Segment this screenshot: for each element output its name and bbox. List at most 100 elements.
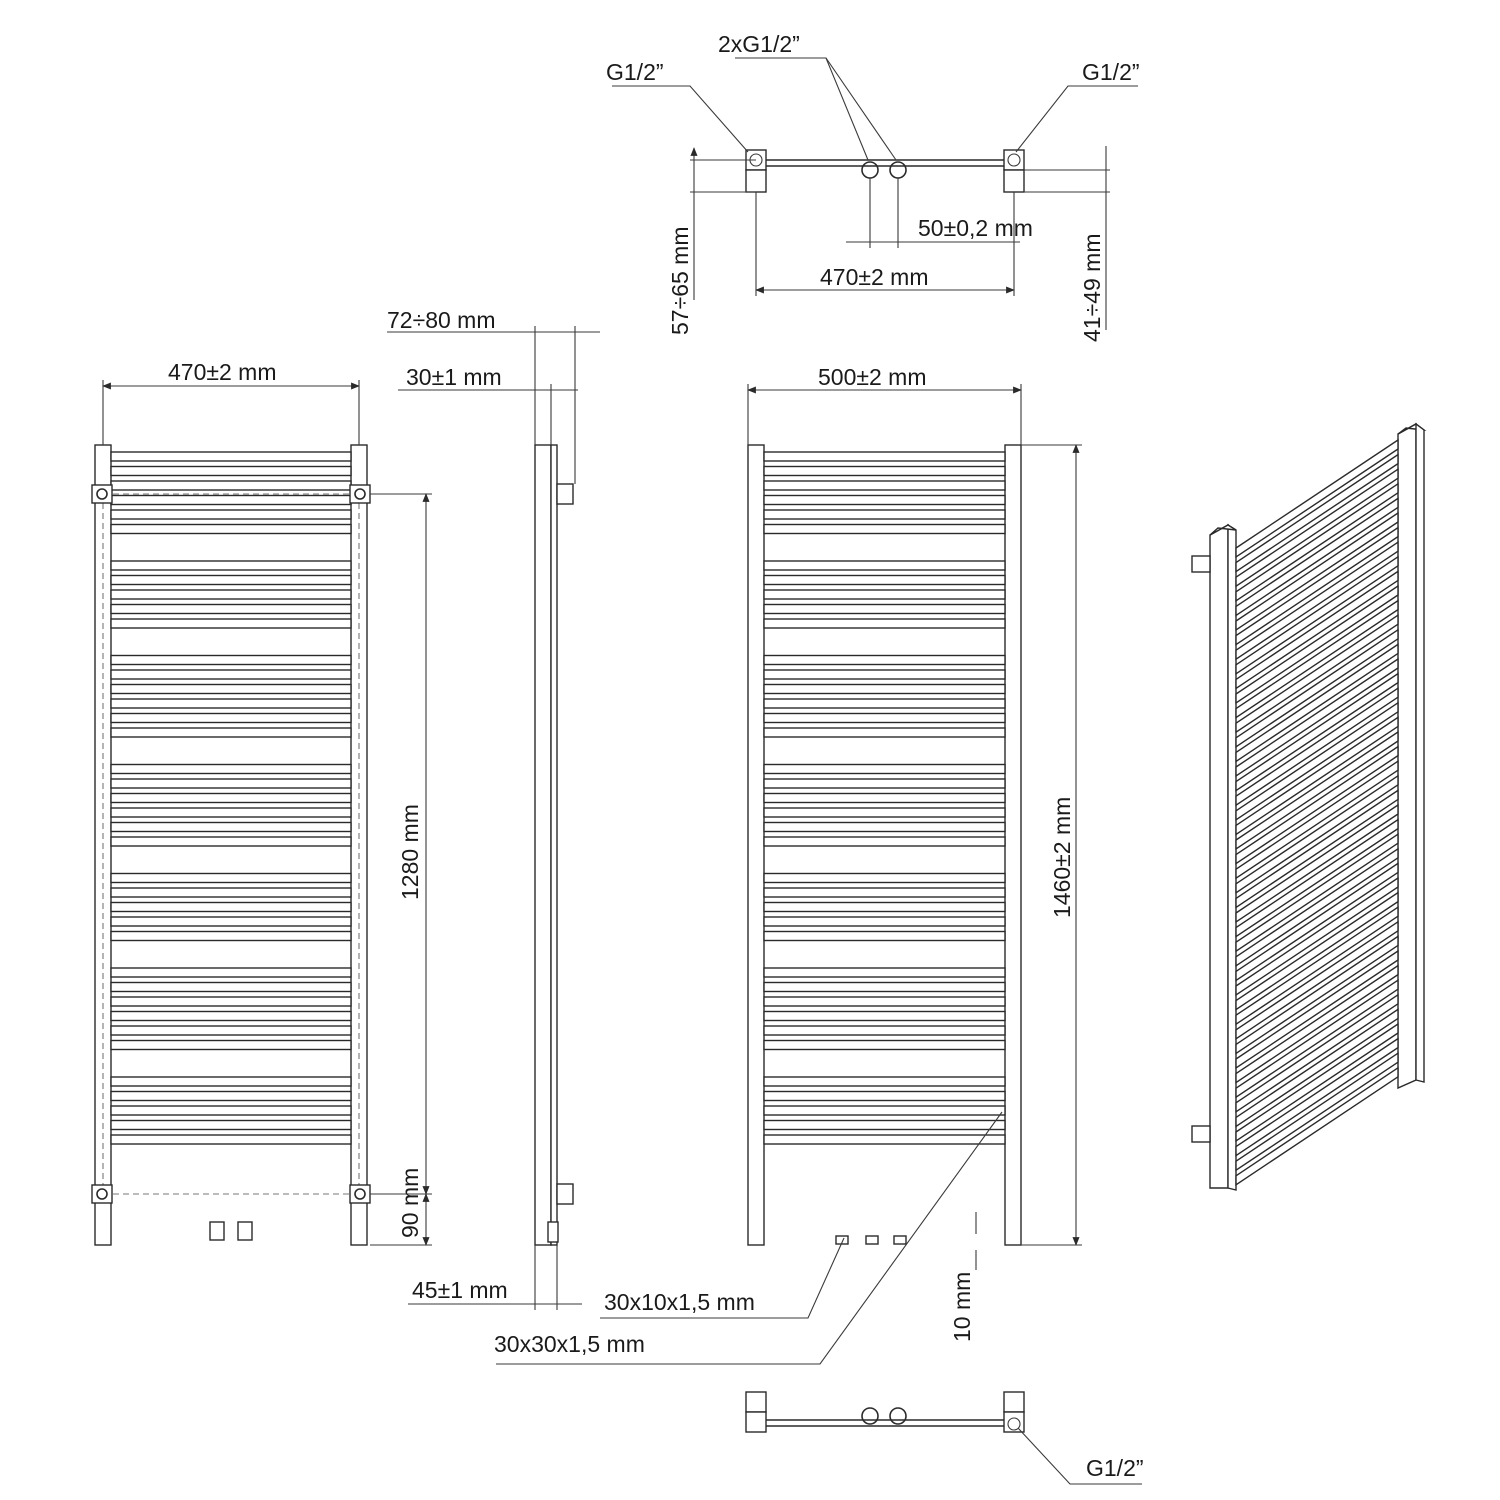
- iso-rung: [1235, 628, 1399, 749]
- rung: [110, 523, 352, 535]
- rung: [763, 589, 1006, 600]
- rung: [763, 1025, 1006, 1036]
- iso-rung: [1235, 803, 1399, 924]
- rung: [110, 618, 352, 629]
- rung: [110, 1076, 352, 1087]
- iso-rung: [1235, 920, 1399, 1041]
- wall-30-label: 30±1 mm: [406, 364, 502, 390]
- rung: [763, 494, 1006, 506]
- rung: [110, 981, 352, 993]
- iso-rung: [1235, 555, 1399, 676]
- rung: [110, 698, 352, 709]
- rung: [110, 494, 352, 506]
- rung: [763, 560, 1006, 571]
- rung: [110, 763, 352, 775]
- iso-rung: [1235, 686, 1399, 807]
- iso-rung: [1235, 1022, 1399, 1143]
- rung: [110, 821, 352, 833]
- top-g12-left-label: G1/2”: [606, 59, 664, 85]
- rung: [763, 1039, 1006, 1051]
- rung: [763, 618, 1006, 629]
- iso-rung: [1235, 730, 1399, 851]
- rung: [763, 901, 1006, 913]
- rung: [110, 836, 352, 847]
- rung: [763, 1134, 1006, 1145]
- iso-rung: [1235, 672, 1399, 792]
- rung: [110, 712, 352, 724]
- rung: [763, 683, 1006, 695]
- rung: [763, 981, 1006, 993]
- iso-rung: [1235, 964, 1399, 1084]
- iso-rung: [1235, 1051, 1399, 1172]
- rung: [110, 792, 352, 804]
- rung: [763, 1105, 1006, 1116]
- iso-rung: [1235, 935, 1399, 1055]
- rung: [763, 836, 1006, 847]
- rung: [763, 916, 1006, 927]
- rung: [110, 930, 352, 942]
- iso-rung: [1235, 876, 1399, 997]
- iso-rung: [1235, 467, 1399, 588]
- iso-rung: [1235, 832, 1399, 953]
- rung: [763, 778, 1006, 789]
- rung: [763, 1076, 1006, 1087]
- rung: [763, 669, 1006, 680]
- rung: [763, 792, 1006, 804]
- iso-rung: [1235, 1037, 1399, 1157]
- rung: [110, 465, 352, 477]
- rung: [110, 509, 352, 520]
- rung: [763, 451, 1006, 462]
- profile-30x30-label: 30x30x1,5 mm: [494, 1331, 645, 1357]
- profile-30x10-label: 30x10x1,5 mm: [604, 1289, 755, 1315]
- iso-rung: [1235, 774, 1399, 895]
- rung: [110, 480, 352, 491]
- rung: [110, 1105, 352, 1116]
- iso-rung: [1235, 643, 1399, 763]
- iso-rung: [1235, 511, 1399, 632]
- rung: [763, 712, 1006, 724]
- rung: [110, 807, 352, 818]
- depth-57-65-label: 57÷65 mm: [667, 227, 693, 336]
- rung: [763, 807, 1006, 818]
- rung: [763, 967, 1006, 978]
- rung: [110, 996, 352, 1007]
- rung: [763, 763, 1006, 775]
- height-1460-label: 1460±2 mm: [1049, 797, 1075, 918]
- iso-rung: [1235, 570, 1399, 690]
- rung: [763, 509, 1006, 520]
- bottom-g12-label: G1/2”: [1086, 1455, 1144, 1481]
- top-width-470-label: 470±2 mm: [820, 264, 929, 290]
- iso-rung: [1235, 789, 1399, 909]
- iso-rung: [1235, 526, 1399, 646]
- rung: [110, 683, 352, 695]
- rung: [763, 698, 1006, 709]
- rung: [763, 887, 1006, 898]
- side-view: [387, 326, 600, 1310]
- iso-rung: [1235, 1008, 1399, 1128]
- side-45-label: 45±1 mm: [412, 1277, 508, 1303]
- rung: [763, 1090, 1006, 1102]
- front-view-right: [496, 384, 1082, 1365]
- rung: [110, 901, 352, 913]
- rung: [763, 1119, 1006, 1131]
- spacing-50-label: 50±0,2 mm: [918, 215, 1033, 241]
- iso-rung: [1235, 599, 1399, 719]
- iso-rung: [1235, 613, 1399, 734]
- rung: [763, 996, 1006, 1007]
- iso-rung: [1235, 540, 1399, 661]
- rung: [110, 1134, 352, 1145]
- iso-rung: [1235, 497, 1399, 617]
- rung: [110, 574, 352, 586]
- rung: [110, 967, 352, 978]
- rung: [110, 778, 352, 789]
- gap-10-label: 10 mm: [949, 1272, 975, 1342]
- rung: [763, 821, 1006, 833]
- rung: [110, 1025, 352, 1036]
- wall-72-80-label: 72÷80 mm: [387, 307, 496, 333]
- top-g12-right-label: G1/2”: [1082, 59, 1140, 85]
- iso-rung: [1235, 862, 1399, 982]
- top-view: [612, 57, 1138, 330]
- rung: [763, 1010, 1006, 1022]
- rung: [763, 654, 1006, 666]
- rung: [110, 669, 352, 680]
